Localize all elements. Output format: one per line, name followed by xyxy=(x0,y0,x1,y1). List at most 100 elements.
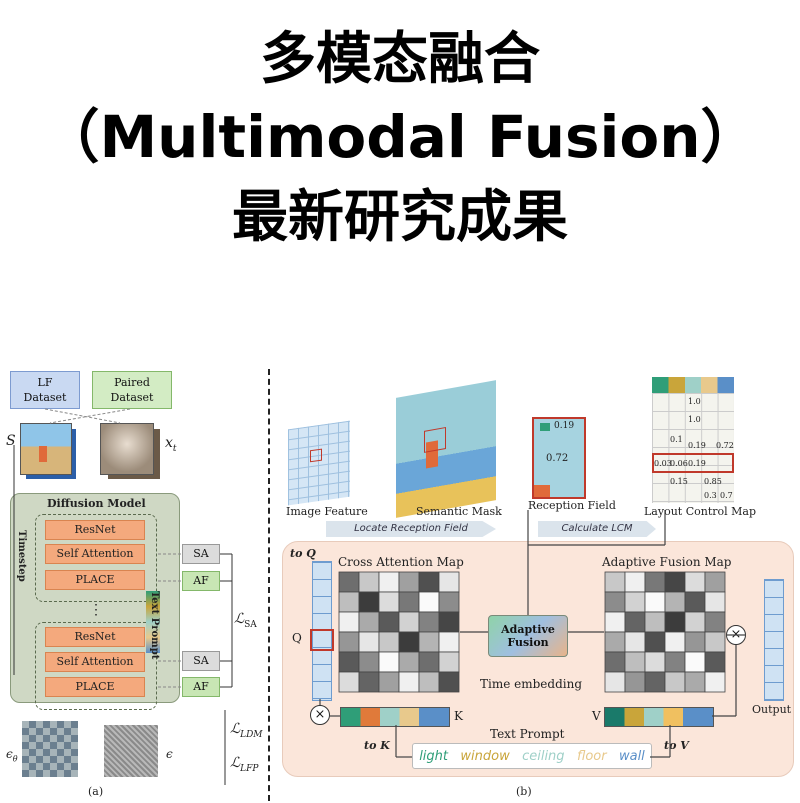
eps-theta-symbol: ϵ xyxy=(6,747,13,761)
lcm-v9: 0.85 xyxy=(704,477,722,486)
s-label: S xyxy=(6,433,16,449)
panel-b-connectors xyxy=(319,510,746,758)
lcm-v11: 0.7 xyxy=(720,491,733,500)
loss-ldm-symbol: ℒ xyxy=(230,721,241,737)
cross-attention-map-label: Cross Attention Map xyxy=(338,555,464,569)
time-embedding-label: Time embedding xyxy=(480,677,583,691)
loss-ldm: ℒLDM xyxy=(230,721,263,740)
lcm-v2: 0.1 xyxy=(670,435,683,444)
resnet-2: ResNet xyxy=(45,627,145,647)
text-prompt-bar xyxy=(146,591,160,653)
q-highlight xyxy=(310,629,334,651)
adaptive-fusion-map xyxy=(604,571,726,693)
adaptive-fusion-map-label: Adaptive Fusion Map xyxy=(602,555,732,569)
prompt-word: light xyxy=(419,748,448,764)
grid-cell xyxy=(704,671,726,693)
paired-photo-image-front xyxy=(100,423,154,475)
lcm-v3: 0.19 xyxy=(688,441,706,450)
lcm-v4: 0.72 xyxy=(716,441,734,450)
lcm-v5: 0.03 xyxy=(654,459,672,468)
title-line-1: 多模态融合 xyxy=(260,27,540,92)
eps-theta-subscript: θ xyxy=(12,754,18,764)
eps: ϵ xyxy=(166,747,173,761)
q-label: Q xyxy=(292,631,302,645)
rf-top-chip xyxy=(540,423,550,431)
to-k-label: to K xyxy=(364,739,390,752)
prompt-word: ceiling xyxy=(522,748,565,764)
panel-a-connectors xyxy=(13,408,233,785)
prompt-word: window xyxy=(460,748,510,764)
ellipsis: ⋮ xyxy=(89,602,103,618)
lcm-v8: 0.15 xyxy=(670,477,688,486)
diffusion-model-box: Diffusion Model Timestep ResNet Self Att… xyxy=(10,493,180,710)
place-2: PLACE xyxy=(45,677,145,697)
calculate-lcm-arrow: Calculate LCM xyxy=(538,521,656,537)
loss-sa-symbol: ℒ xyxy=(234,611,245,627)
lcm-color-strip xyxy=(652,377,734,393)
title-line-3: 最新研究成果 xyxy=(232,185,568,250)
resnet-1: ResNet xyxy=(45,520,145,540)
semantic-map-patch xyxy=(39,446,47,462)
prompt-word: wall xyxy=(618,748,645,764)
paired-dataset-box: Paired Dataset xyxy=(92,371,172,409)
q-column xyxy=(312,561,332,701)
lcm-v6: 0.06 xyxy=(670,459,688,468)
lcm-v7: 0.19 xyxy=(688,459,706,468)
lcm-v10: 0.3 xyxy=(704,491,717,500)
caption-b: (b) xyxy=(516,785,532,798)
block-1 xyxy=(35,514,157,602)
xt-symbol: x xyxy=(165,435,173,451)
xt-subscript: t xyxy=(172,443,177,454)
text-prompt-words: light window ceiling floor wall xyxy=(412,743,652,769)
prompt-word: floor xyxy=(576,748,607,764)
to-q-label: to Q xyxy=(290,547,316,560)
panel-divider xyxy=(268,369,270,801)
v-row xyxy=(604,707,714,727)
rf-mid-value: 0.72 xyxy=(546,453,569,464)
self-attention-1: Self Attention xyxy=(45,544,145,564)
adaptive-fusion-box: Adaptive Fusion xyxy=(488,615,568,657)
lcm-v0: 1.0 xyxy=(688,397,701,406)
v-label: V xyxy=(592,709,601,723)
layout-control-map: 1.0 1.0 0.1 0.19 0.72 0.03 0.06 0.19 0.1… xyxy=(652,377,734,503)
semantic-mask-label: Semantic Mask xyxy=(416,505,502,518)
image-feature-label: Image Feature xyxy=(286,505,368,518)
lf-dataset-box: LF Dataset xyxy=(10,371,80,409)
layout-control-map-label: Layout Control Map xyxy=(644,505,757,518)
xt-label: xt xyxy=(165,435,177,454)
text-prompt-label-b: Text Prompt xyxy=(490,727,565,741)
output-label: Output xyxy=(752,703,792,716)
loss-lfp: ℒLFP xyxy=(230,755,258,774)
locate-reception-field-arrow: Locate Reception Field xyxy=(326,521,496,537)
loss-lfp-symbol: ℒ xyxy=(230,755,241,771)
sa-box-2: SA xyxy=(182,651,220,671)
reception-field-image: 0.19 0.72 xyxy=(532,417,586,499)
sa-box-1: SA xyxy=(182,544,220,564)
eps-theta: ϵθ xyxy=(6,747,18,763)
k-row xyxy=(340,707,450,727)
rf-top-value: 0.19 xyxy=(554,421,575,431)
grid-cell xyxy=(438,671,460,693)
reception-field-label: Reception Field xyxy=(528,499,616,512)
eps-image xyxy=(104,725,158,777)
lcm-grid xyxy=(652,393,734,503)
diffusion-model-title: Diffusion Model xyxy=(47,497,146,510)
output-column xyxy=(764,579,784,701)
k-label: K xyxy=(454,709,463,723)
block-2 xyxy=(35,622,157,710)
eps-theta-image xyxy=(22,721,78,777)
lcm-highlight-row xyxy=(652,453,734,473)
semantic-map-image-front xyxy=(20,423,72,475)
caption-a: (a) xyxy=(88,785,104,798)
af-box-1: AF xyxy=(182,571,220,591)
af-box-2: AF xyxy=(182,677,220,697)
figure: LF Dataset Paired Dataset S xt Diffusion… xyxy=(0,355,800,803)
rf-bottom-chip xyxy=(534,485,550,497)
self-attention-2: Self Attention xyxy=(45,652,145,672)
multiply-circle-q: × xyxy=(310,705,330,725)
place-1: PLACE xyxy=(45,570,145,590)
title-line-2: （Multimodal Fusion） xyxy=(41,103,759,171)
loss-lfp-subscript: LFP xyxy=(240,763,259,774)
cross-attention-map xyxy=(338,571,460,693)
loss-ldm-subscript: LDM xyxy=(240,729,263,740)
